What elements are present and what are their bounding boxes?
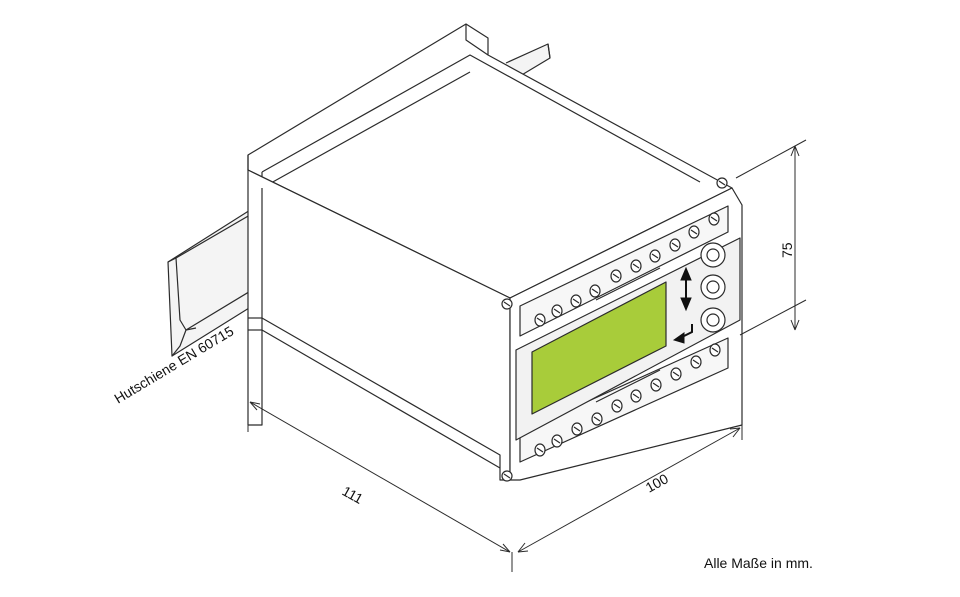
lower-terminals bbox=[534, 343, 721, 457]
mounting-screws bbox=[501, 177, 728, 482]
arrow-down-icon bbox=[680, 286, 692, 312]
lcd-display bbox=[531, 281, 667, 415]
width-dimension-label: 100 bbox=[643, 470, 671, 495]
enter-icon bbox=[672, 324, 693, 344]
upper-terminals bbox=[534, 212, 720, 327]
din-rail-left bbox=[167, 204, 263, 357]
units-note: Alle Maße in mm. bbox=[704, 555, 813, 571]
depth-dimension-label: 111 bbox=[340, 483, 367, 507]
height-dimension-label: 75 bbox=[779, 242, 795, 258]
control-buttons bbox=[700, 242, 726, 333]
housing-top bbox=[247, 23, 733, 313]
dimension-lines bbox=[247, 139, 807, 572]
